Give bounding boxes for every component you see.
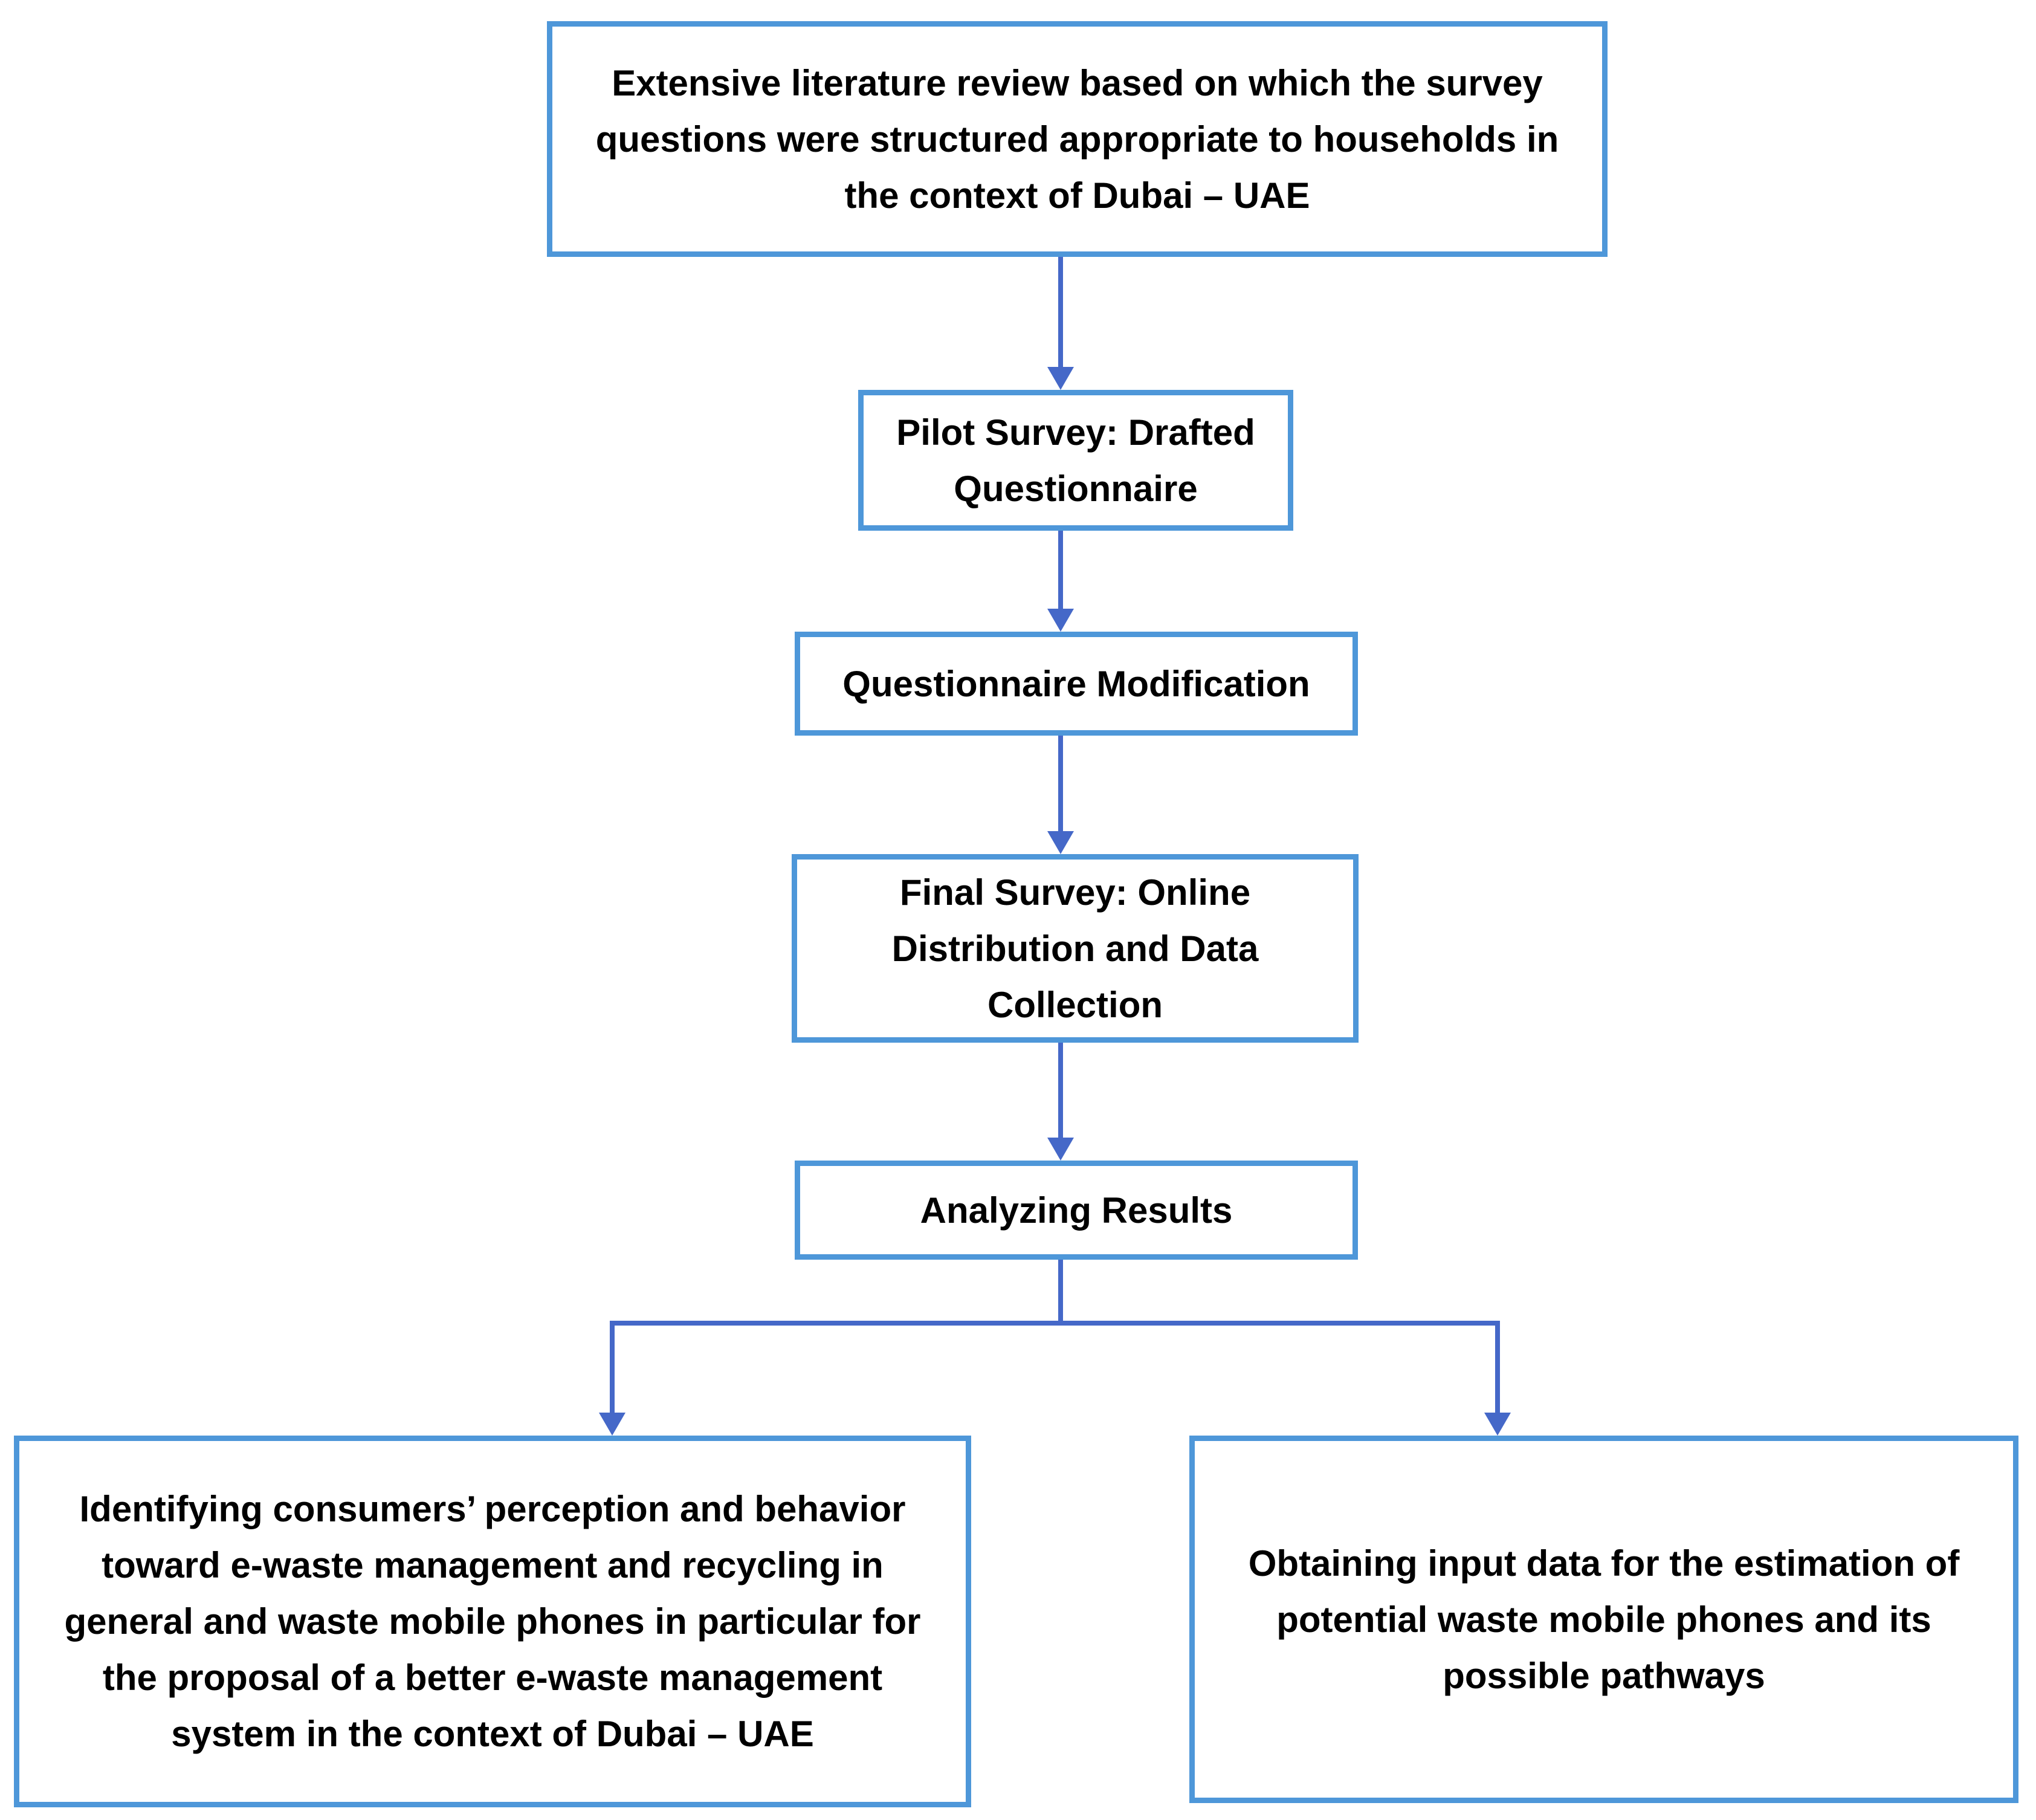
connector-split-horizontal <box>610 1321 1500 1326</box>
connector-line-review-to-pilot <box>1058 257 1063 369</box>
node-analyzing-results: Analyzing Results <box>795 1161 1358 1260</box>
node-questionnaire-modification-label: Questionnaire Modification <box>842 663 1310 704</box>
node-final-survey: Final Survey: Online Distribution and Da… <box>792 854 1359 1043</box>
connector-line-analyzing-to-split <box>1058 1260 1063 1323</box>
node-obtaining-input-data: Obtaining input data for the estimation … <box>1189 1436 2018 1803</box>
node-questionnaire-modification: Questionnaire Modification <box>795 632 1358 736</box>
node-identifying-perception-label: Identifying consumers’ perception and be… <box>64 1489 921 1754</box>
arrow-down-icon <box>1047 367 1074 390</box>
arrow-down-icon <box>1047 1138 1074 1161</box>
connector-line-final-to-analyzing <box>1058 1043 1063 1139</box>
arrow-down-icon <box>599 1413 625 1436</box>
connector-line-split-to-left-branch <box>610 1321 615 1414</box>
node-obtaining-input-data-label: Obtaining input data for the estimation … <box>1248 1543 1960 1696</box>
node-pilot-survey: Pilot Survey: Drafted Questionnaire <box>858 390 1293 531</box>
connector-line-modification-to-final <box>1058 736 1063 833</box>
connector-line-split-to-right-branch <box>1495 1321 1500 1414</box>
node-literature-review: Extensive literature review based on whi… <box>547 21 1608 257</box>
node-pilot-survey-label: Pilot Survey: Drafted Questionnaire <box>896 412 1255 509</box>
node-analyzing-results-label: Analyzing Results <box>920 1190 1233 1231</box>
connector-line-pilot-to-modification <box>1058 531 1063 610</box>
arrow-down-icon <box>1047 831 1074 854</box>
node-literature-review-label: Extensive literature review based on whi… <box>595 62 1559 216</box>
node-identifying-perception: Identifying consumers’ perception and be… <box>14 1436 971 1807</box>
node-final-survey-label: Final Survey: Online Distribution and Da… <box>891 872 1259 1025</box>
arrow-down-icon <box>1047 609 1074 632</box>
arrow-down-icon <box>1484 1413 1511 1436</box>
